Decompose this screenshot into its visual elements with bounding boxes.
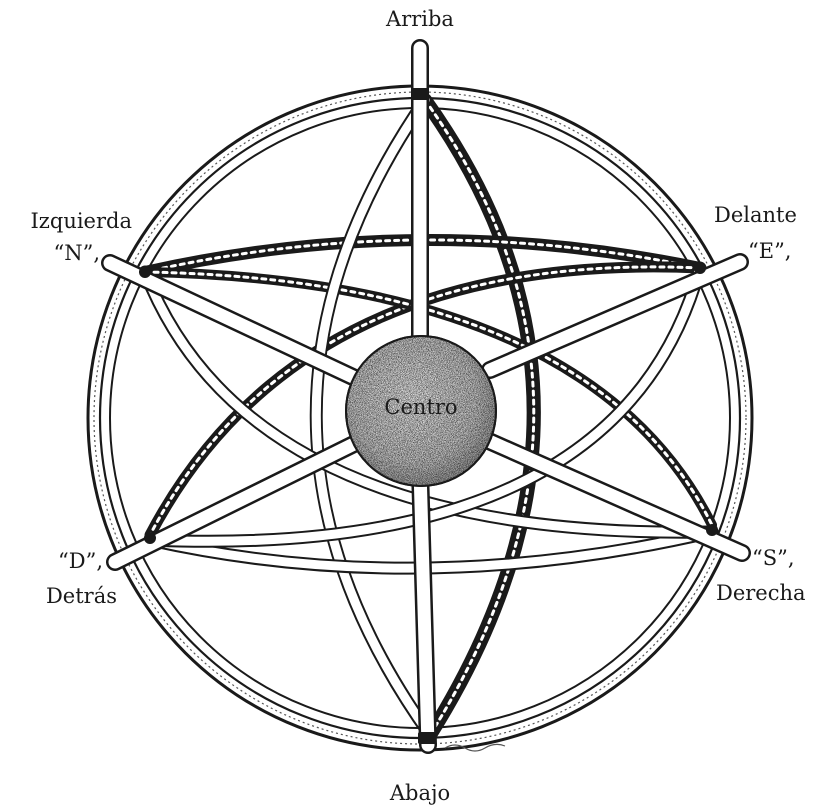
label-lower-right-letter: “S”, [752,545,824,571]
label-bottom: Abajo [360,780,480,806]
label-center: Centro [351,394,491,420]
label-upper-left-letter: “N”, [0,240,100,266]
label-lower-left-letter: “D”, [0,548,103,574]
label-upper-right-name: Delante [714,202,824,228]
label-top: Arriba [360,6,480,32]
label-lower-left-name: Detrás [0,583,117,609]
label-lower-right-name: Derecha [716,580,825,606]
label-upper-right-letter: “E”, [748,238,824,264]
label-upper-left-name: Izquierda [0,208,132,234]
